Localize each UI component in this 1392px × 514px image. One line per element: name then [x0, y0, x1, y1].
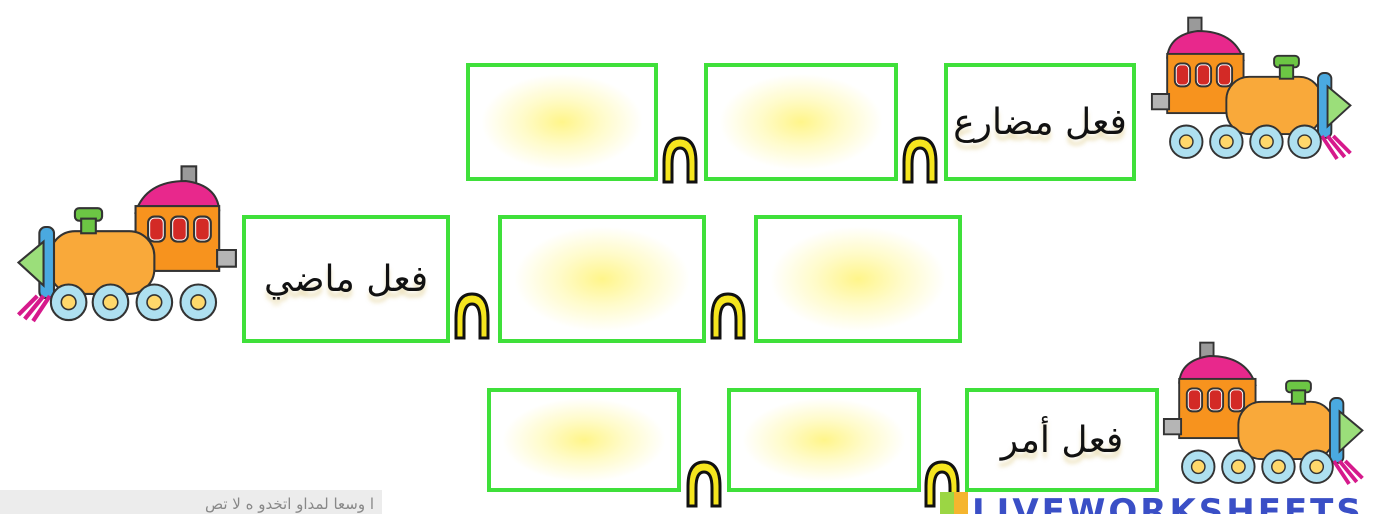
- brand-text: LIVEWORKSHEETS: [972, 492, 1364, 514]
- label-box-present-verb: فعل مضارع: [944, 63, 1136, 181]
- brand-mark-icon: [940, 492, 968, 514]
- answer-box-row1-2[interactable]: [704, 63, 898, 181]
- label-box-past-verb: فعل ماضي: [242, 215, 450, 343]
- box-label: فعل مضارع: [953, 102, 1127, 143]
- brand-logo: LIVEWORKSHEETS: [940, 492, 1364, 514]
- coupler-icon: [684, 458, 724, 508]
- coupler-icon: [708, 290, 748, 340]
- coupler-icon: [452, 290, 492, 340]
- box-label: فعل أمر: [1001, 420, 1123, 461]
- train-engine-icon-top-right: [1150, 5, 1360, 183]
- answer-box-row1-1[interactable]: [466, 63, 658, 181]
- coupler-icon: [660, 134, 700, 184]
- answer-box-row3-1[interactable]: [487, 388, 681, 492]
- coupler-icon: [900, 134, 940, 184]
- cropped-instruction-text: ا وسعا لمداو اتخدو ه لا تص: [0, 490, 382, 514]
- answer-box-row2-3[interactable]: [754, 215, 962, 343]
- answer-box-row3-2[interactable]: [727, 388, 921, 492]
- train-engine-icon-bottom-right: [1162, 330, 1372, 508]
- label-box-imperative-verb: فعل أمر: [965, 388, 1159, 492]
- train-engine-icon-middle-left: [8, 155, 238, 345]
- box-label: فعل ماضي: [264, 259, 428, 300]
- answer-box-row2-2[interactable]: [498, 215, 706, 343]
